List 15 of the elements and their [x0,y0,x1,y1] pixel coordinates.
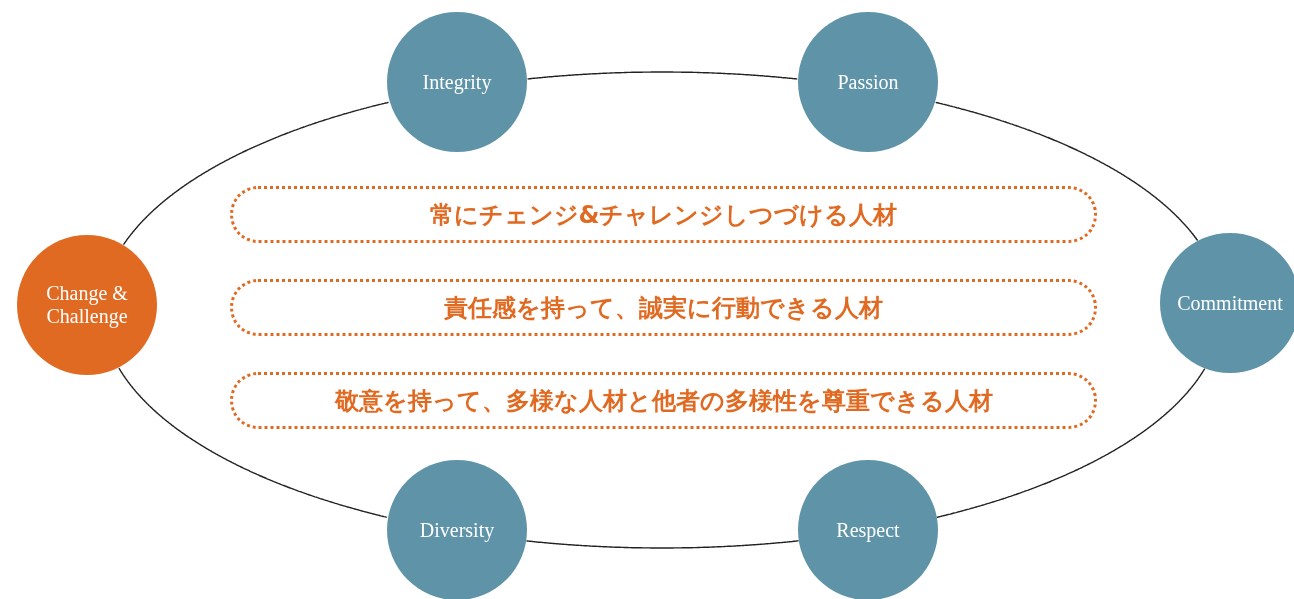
ring-arc [526,71,798,80]
ring-arc [525,540,800,549]
ring-arc [118,367,388,518]
ring-arc [935,101,1199,242]
value-label: Respect [836,518,900,542]
ring-arc [122,101,390,246]
statement-text: 敬意を持って、多様な人材と他者の多様性を尊重できる人材 [334,385,993,417]
value-label: Integrity [422,70,492,94]
value-label: Passion [837,70,899,94]
value-label: Diversity [419,518,495,542]
ring-arc [936,367,1206,519]
statement-text: 責任感を持って、誠実に行動できる人材 [444,292,883,324]
value-label: Change & Challenge [45,282,129,328]
value-label: Commitment [1177,291,1283,315]
statement-text: 常にチェンジ&チャレンジしつづける人材 [429,199,898,231]
